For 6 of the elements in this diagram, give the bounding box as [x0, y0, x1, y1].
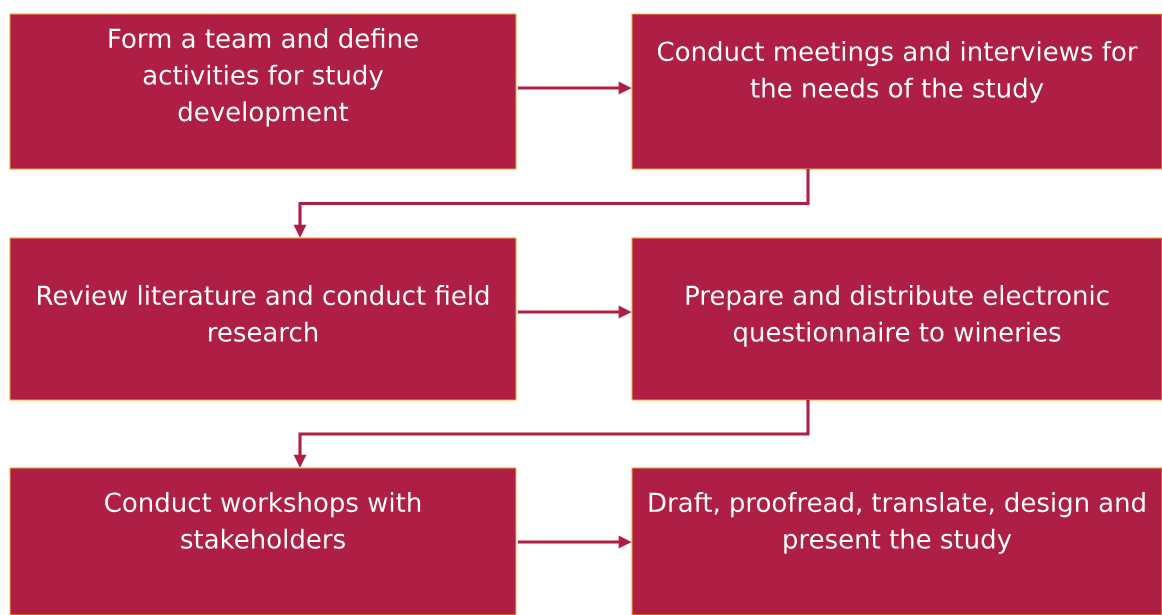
process-box: Draft, proofread, translate, design and present the study [631, 467, 1162, 615]
process-box: Prepare and distribute electronic questionnaire to wineries [631, 237, 1162, 401]
process-box: Review literature and conduct field research [9, 237, 517, 401]
process-box: Conduct workshops with stakeholders [9, 467, 517, 615]
process-box: Conduct meetings and interviews for the needs of the study [631, 13, 1162, 170]
process-box: Form a team and define activities for study development [9, 13, 517, 170]
